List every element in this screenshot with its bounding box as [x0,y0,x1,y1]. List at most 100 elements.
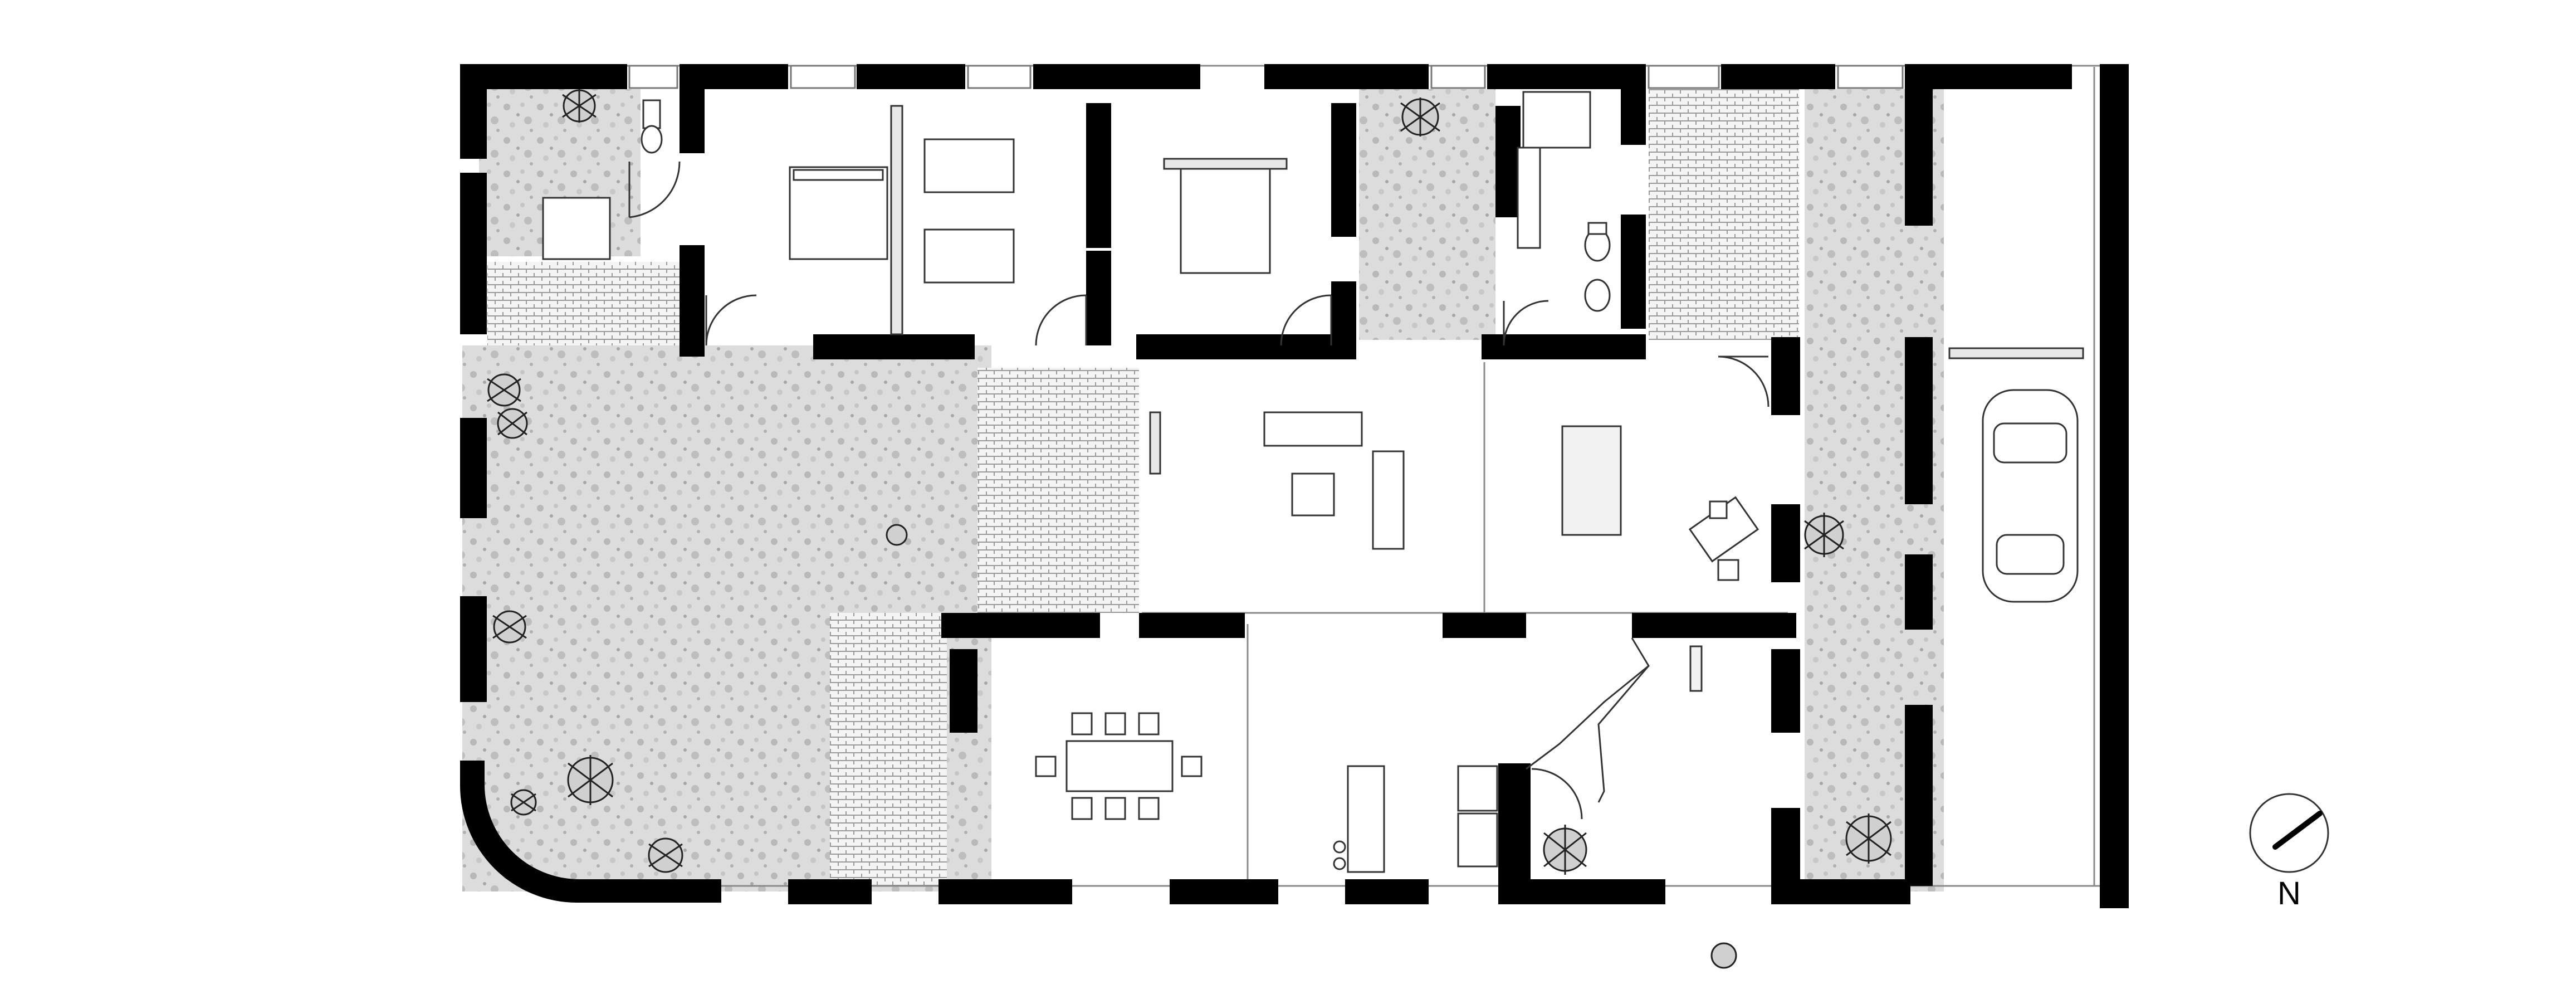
wall-stair [1498,763,1531,883]
wall-south-1 [788,879,872,904]
car-icon [1982,389,2079,603]
wall-garage-west-1 [1905,64,1933,226]
wall-west-2 [460,173,487,334]
door-bath1 [628,161,681,218]
desk [1688,496,1759,581]
wall-north-3 [857,64,965,89]
bench-east [1948,347,2084,359]
paving-south [830,613,947,886]
wall-mid-2 [1139,613,1245,638]
tree-icon [1845,813,1892,864]
wall-mid-4 [1632,613,1796,638]
rug [1561,425,1622,536]
bed-icon [789,166,888,260]
wall-living-east-2 [1771,504,1800,582]
tree-icon [1543,825,1587,875]
wall-living-east-1 [1771,337,1800,415]
wall-south-3 [1170,879,1278,904]
wall-mid-3 [1443,613,1526,638]
wall-garage-west-2 [1905,337,1933,504]
wall-west-4 [460,596,487,702]
kitchen-island [1333,765,1385,873]
window-north-1 [628,65,678,89]
window-north-6 [1648,65,1720,89]
wall-south-2 [938,879,1072,904]
wall-east [2100,64,2129,908]
tree-icon [562,89,597,123]
wall-bed1-east [1086,103,1111,248]
compass-north-label: N [2277,875,2301,912]
tree-icon [648,837,683,873]
tree-icon [497,408,528,439]
tree-icon [487,373,521,407]
tree-icon [1804,513,1844,557]
tree-icon [510,789,537,816]
wall-bath1-east [680,64,705,153]
door-bath2 [1503,300,1549,346]
coffee-table [1291,472,1335,517]
wall-bath1-east-b [680,245,705,357]
door-kitchen [1531,768,1583,820]
tree-icon [1710,942,1737,969]
counter-west [1457,765,1498,812]
toilet-icon [641,99,663,154]
wall-south-4 [1345,879,1429,904]
toilet-icon [1584,222,1611,312]
wall-north-6 [1487,64,1646,89]
door-bed1-b [1035,294,1087,346]
compass-icon [2249,793,2329,873]
door-bed1 [705,294,757,346]
paved-areas [487,89,1799,886]
wall-north-1 [460,64,627,89]
window-north-2 [790,65,856,89]
wall-garage-west-4 [1905,705,1933,886]
shower [1522,91,1591,149]
bed-icon [890,105,1015,335]
wall-bath2-east-b [1621,215,1646,329]
wall-dining-west [950,649,977,733]
dining-table-icon [1035,712,1203,820]
paving-north-east [1649,89,1799,340]
tree-icon [1400,98,1440,137]
paving-northwest [487,262,688,345]
wall-bath2-east [1621,89,1646,145]
door-bed2 [1280,294,1332,346]
bed-icon [1163,158,1288,274]
counter-west-b [1457,812,1498,868]
door-study [1718,355,1770,407]
furniture [542,91,2084,873]
wall-living-east-4 [1771,808,1800,886]
wall-bath2-west [1495,106,1521,217]
bathtub [542,197,611,260]
wall-west-1 [460,64,487,159]
wall-bath2-south [1482,334,1646,359]
stair-icon [1526,637,1703,803]
wall-north-4 [1033,64,1200,89]
wall-living-east-3 [1771,649,1800,733]
shelf-living [1149,411,1161,475]
wall-bed2-east [1331,103,1356,237]
window-north-5 [1430,65,1486,89]
doors [628,161,1770,820]
window-north-3 [967,65,1032,89]
basin-bath2 [1517,147,1541,249]
walls [460,64,2129,908]
tree-icon [492,610,527,644]
wall-bed1-east-b [1086,251,1111,345]
tree-icon [567,755,614,805]
tree-icon [886,524,908,546]
wardrobe-strip [890,105,903,335]
trees [487,89,1892,969]
wall-north-5 [1264,64,1429,89]
windows [628,65,1904,89]
window-north-7 [1837,65,1904,89]
wall-south-5 [1498,879,1665,904]
wall-north-7 [1721,64,1835,89]
wall-bed2-south [1136,334,1340,359]
wall-west-3 [460,418,487,518]
paving-center [977,368,1139,613]
sofa-icon [1263,411,1405,550]
wall-southwest-curve [460,761,721,903]
wall-bed1-south [813,334,975,359]
